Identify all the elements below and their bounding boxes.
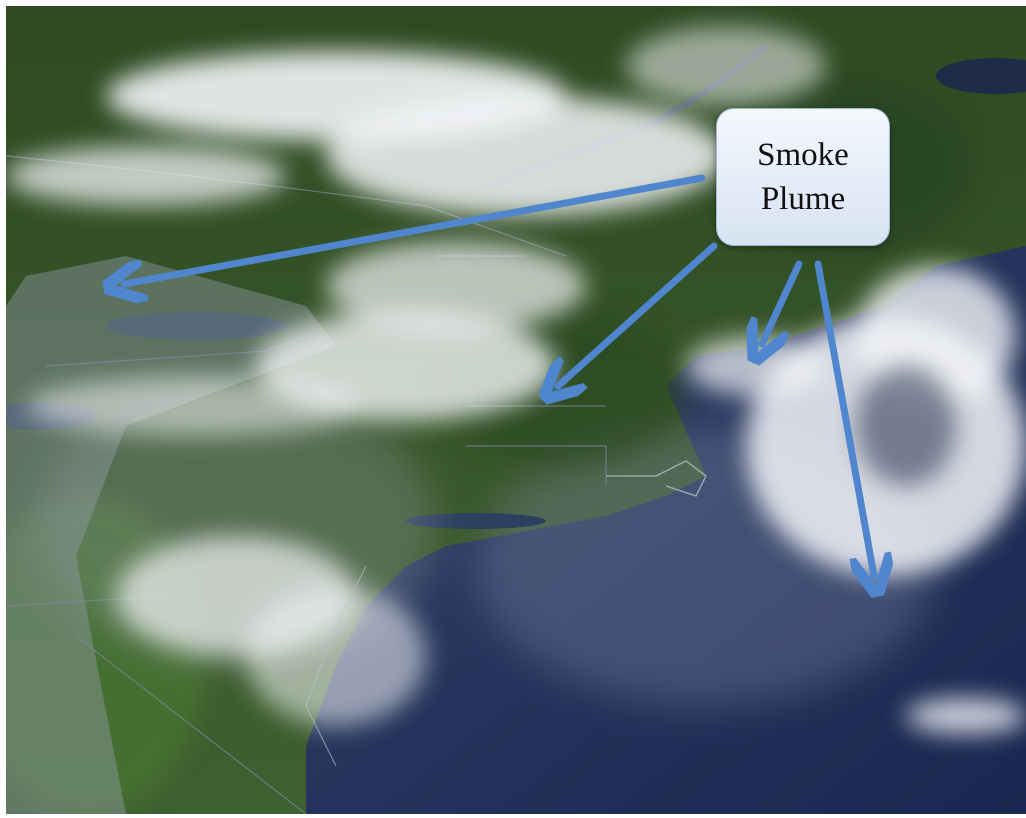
- callout-line-1: Smoke: [757, 137, 849, 173]
- arrow-south: [762, 260, 803, 344]
- callout-line-2: Plume: [760, 181, 846, 217]
- arrow-layer: [6, 174, 1026, 814]
- arrow-southeast: [814, 260, 874, 576]
- lake-ontario: [106, 312, 286, 340]
- arrow-west: [124, 174, 706, 284]
- long-island-sound: [406, 513, 546, 529]
- northern-lake: [936, 58, 1026, 94]
- arrow-southwest: [558, 242, 718, 386]
- delmarva-coastline: [305, 565, 367, 767]
- smoke-plume-callout: Smoke Plume: [716, 108, 890, 246]
- new-england-coastline: [606, 460, 707, 497]
